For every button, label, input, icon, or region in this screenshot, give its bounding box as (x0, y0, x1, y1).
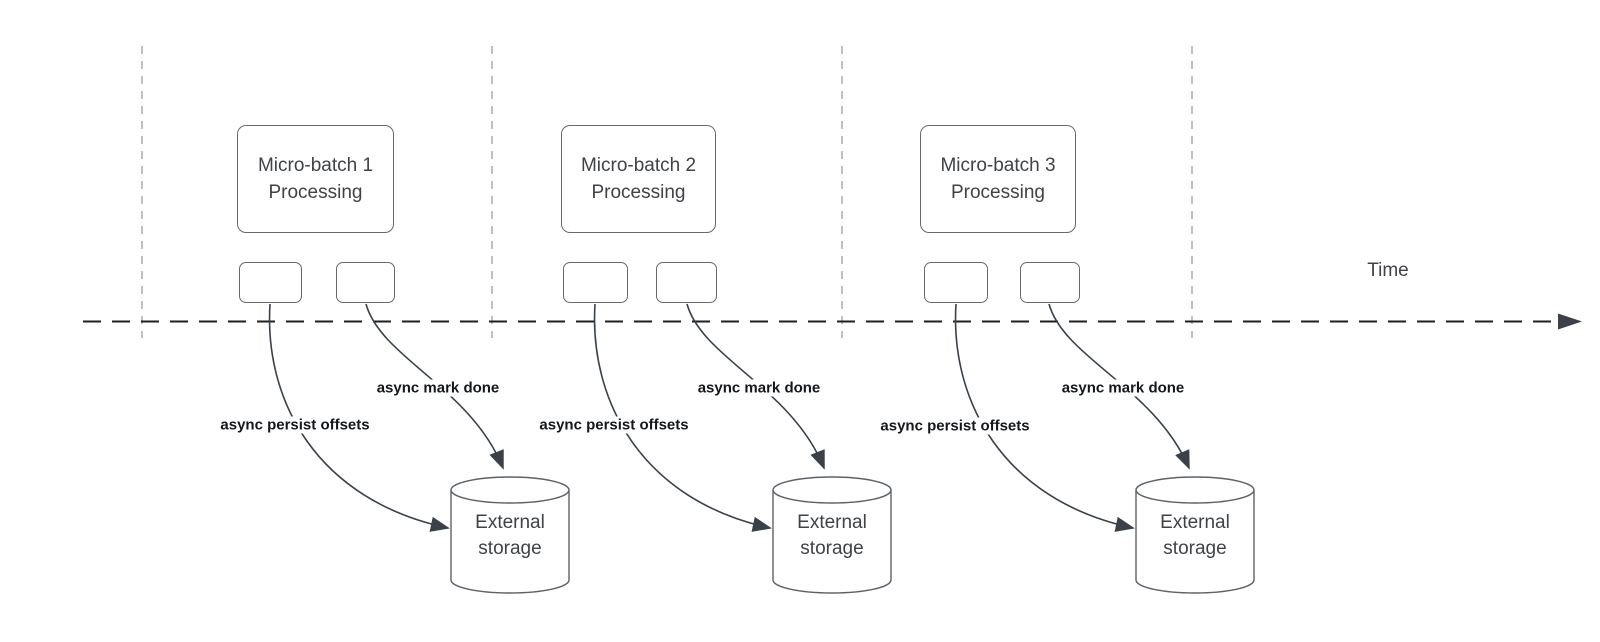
external-storage-cylinder-1-top (450, 476, 570, 504)
micro-batch-2-processing-label: Micro-batch 2 Processing (580, 155, 697, 203)
timeline-arrowhead-icon (1558, 313, 1582, 330)
external-storage-label-1: External storage (475, 512, 545, 559)
external-storage-cylinder-2 (772, 490, 892, 594)
mark-done-arrow-1 (365, 303, 504, 470)
persist-offsets-label-2: async persist offsets (536, 416, 692, 434)
persist-offsets-arrow-3 (954, 303, 1135, 532)
external-storage-cylinder-3 (1135, 490, 1255, 594)
micro-batch-3-processing-box: Micro-batch 3 Processing (920, 125, 1076, 233)
mark-done-label-1: async mark done (373, 379, 503, 397)
micro-batch-2-done-task-box (656, 262, 717, 303)
micro-batch-1-done-task-box (336, 262, 395, 303)
external-storage-cylinder-3-top (1135, 476, 1255, 504)
micro-batch-1-processing-label: Micro-batch 1 Processing (257, 155, 374, 203)
persist-offsets-label-3: async persist offsets (877, 417, 1033, 435)
time-axis-label: Time (1367, 260, 1409, 281)
micro-batch-2-processing-box: Micro-batch 2 Processing (561, 125, 716, 233)
micro-batch-2-offset-task-box (563, 262, 628, 303)
mark-done-arrow-2 (686, 303, 825, 470)
persist-offsets-arrow-2 (593, 303, 772, 532)
micro-batch-3-done-task-box (1020, 262, 1080, 303)
external-storage-label-2: External storage (797, 512, 867, 559)
micro-batch-3-offset-task-box (924, 262, 988, 303)
persist-offsets-arrow-1 (268, 303, 450, 532)
mark-done-label-3: async mark done (1058, 379, 1188, 397)
external-storage-cylinder-2-top (772, 476, 892, 504)
external-storage-cylinder-1 (450, 490, 570, 594)
external-storage-label-3: External storage (1160, 512, 1230, 559)
micro-batch-3-processing-label: Micro-batch 3 Processing (940, 155, 1056, 203)
micro-batch-1-offset-task-box (239, 262, 302, 303)
mark-done-label-2: async mark done (694, 379, 824, 397)
persist-offsets-label-1: async persist offsets (217, 416, 373, 434)
mark-done-arrow-3 (1048, 303, 1190, 470)
micro-batch-1-processing-box: Micro-batch 1 Processing (237, 125, 394, 233)
